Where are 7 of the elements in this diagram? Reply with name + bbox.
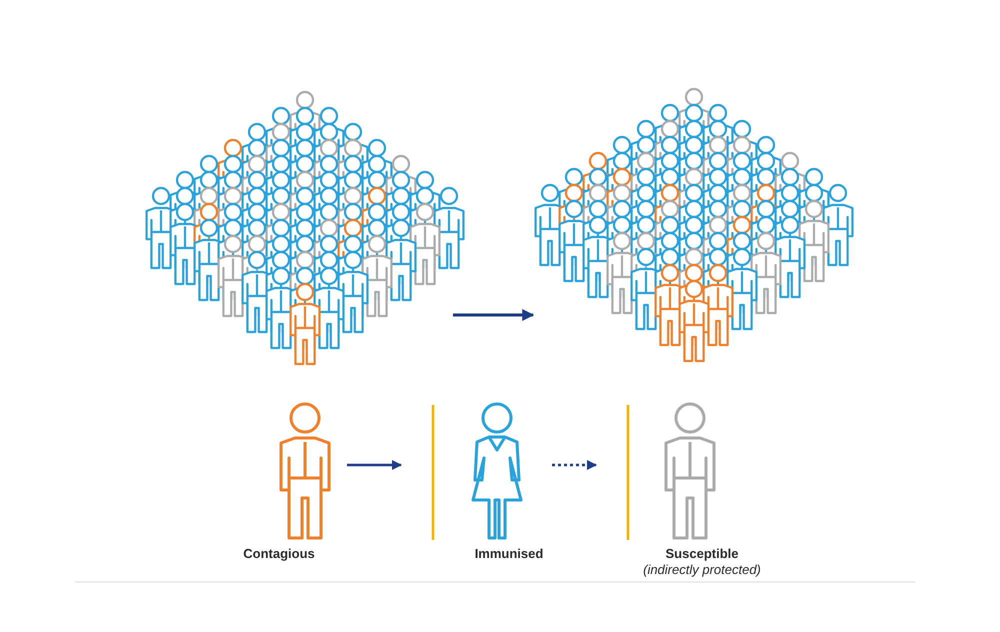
arrow	[347, 460, 402, 470]
figure-label: Susceptible	[666, 546, 738, 561]
arrow	[552, 460, 597, 470]
arrow	[453, 309, 534, 321]
figure-note: (indirectly protected)	[643, 562, 761, 577]
figure-label: Contagious	[243, 546, 315, 561]
figure-label: Immunised	[474, 546, 544, 561]
